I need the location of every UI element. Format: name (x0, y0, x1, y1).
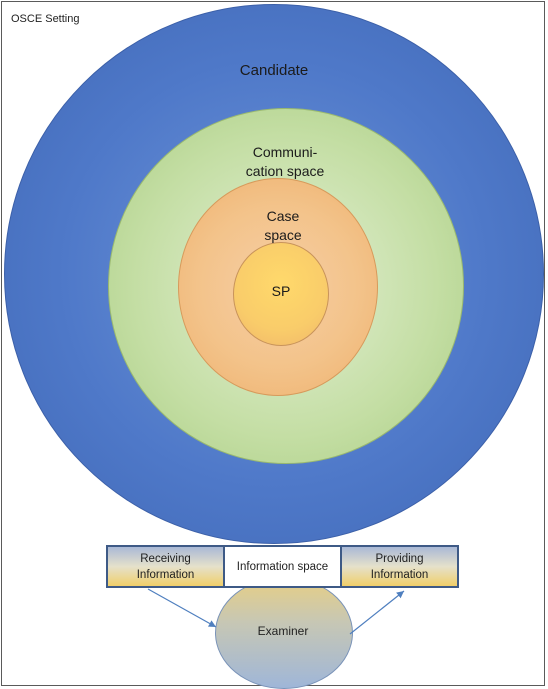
communication-space-label-line1: Communi- (252, 144, 318, 160)
sp-label: SP (271, 283, 291, 299)
information-space-cell: Information space (225, 547, 342, 586)
information-bar: Receiving Information Information space … (106, 545, 459, 588)
receiving-information-line2: Information (136, 568, 195, 581)
osce-setting-label: OSCE Setting (11, 13, 80, 25)
providing-information-line1: Providing (375, 552, 424, 565)
case-space-label: Case space (228, 207, 338, 245)
providing-information-cell: Providing Information (342, 547, 457, 586)
candidate-label: Candidate (239, 62, 309, 79)
case-space-label-line1: Case (266, 208, 300, 224)
sp-circle (233, 242, 329, 346)
examiner-label: Examiner (257, 624, 309, 638)
communication-space-label: Communi- cation space (180, 143, 390, 181)
case-space-label-line2: space (264, 227, 302, 243)
information-space-label: Information space (236, 560, 329, 573)
receiving-information-line1: Receiving (140, 552, 191, 565)
communication-space-label-line2: cation space (245, 163, 325, 179)
providing-information-line2: Information (370, 568, 429, 581)
receiving-information-cell: Receiving Information (108, 547, 225, 586)
